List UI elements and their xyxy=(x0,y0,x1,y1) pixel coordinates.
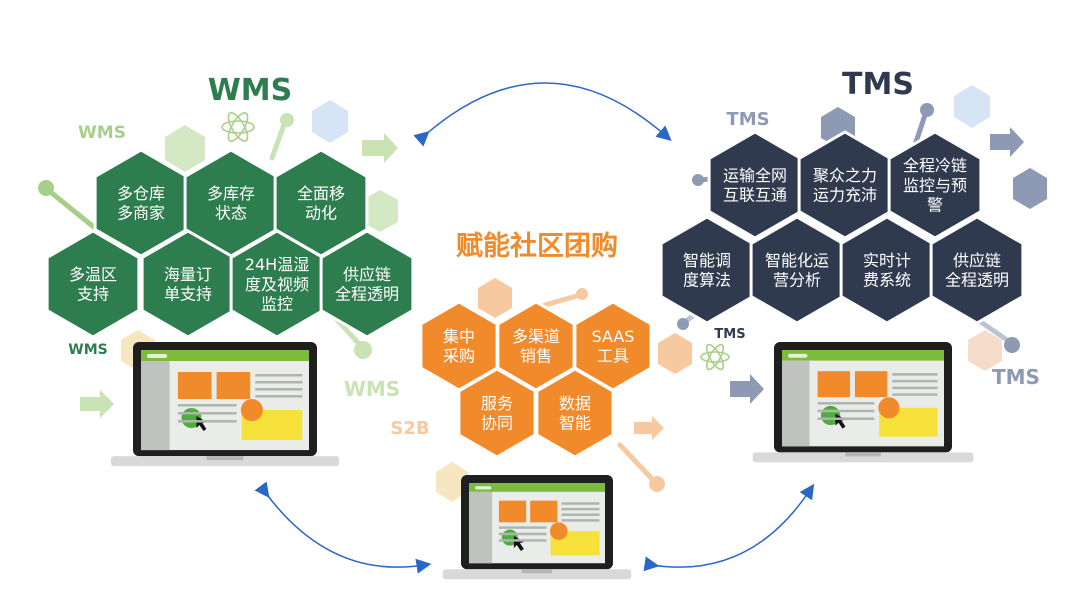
wms-label-2: WMS xyxy=(68,342,107,358)
wms-hex-text: 状态 xyxy=(215,204,247,223)
s2b-label: S2B xyxy=(390,418,429,439)
tms-hex-text: 运输全网 xyxy=(723,166,787,185)
tms-hex-text: 度算法 xyxy=(683,271,731,290)
tms-hex-text: 互联互通 xyxy=(723,186,787,205)
laptop-tms xyxy=(752,342,974,463)
wms-title: WMS xyxy=(208,73,293,108)
tms-hex-text: 营分析 xyxy=(773,271,821,290)
wms-hex-text: 多仓库 xyxy=(117,184,165,203)
laptop-center xyxy=(442,475,632,580)
center-hex-text: 集中 xyxy=(443,327,475,346)
tms-hex-shape xyxy=(887,130,983,240)
wms-label-1: WMS xyxy=(78,123,126,143)
wms-hex-text: 度及视频 xyxy=(245,275,309,294)
tms-hex-text: 智能调 xyxy=(683,251,731,270)
flow-arrows xyxy=(80,127,1024,440)
decor-sticks xyxy=(38,103,1020,492)
tms-hex-text: 警 xyxy=(927,195,943,214)
center-hex-text: 多渠道 xyxy=(512,327,560,346)
wms-hex-text: 供应链 xyxy=(343,265,391,284)
wms-hex-text: 全程透明 xyxy=(335,285,399,304)
center-hex-text: SAAS xyxy=(592,327,635,346)
decor-hexes xyxy=(121,85,1047,502)
tms-hex-text: 运力充沛 xyxy=(813,186,877,205)
wms-hex-text: 多库存 xyxy=(207,184,255,203)
tms-hex-cluster: 运输全网互联互通聚众之力运力充沛全程冷链监控与预警智能调度算法智能化运营分析实时… xyxy=(659,130,1025,325)
center-hex-shape xyxy=(535,367,615,459)
laptop-wms xyxy=(110,342,340,467)
wms-hex-cluster: 多仓库多商家多库存状态全面移动化多温区支持海量订单支持24H温湿度及视频监控供应… xyxy=(45,148,415,339)
cycle-arrows xyxy=(254,82,815,574)
tms-label-2: TMS xyxy=(714,327,745,342)
wms-hex-text: 全面移 xyxy=(297,184,345,203)
tms-hex-text: 聚众之力 xyxy=(813,166,877,185)
wms-hex-shape xyxy=(319,229,415,339)
tms-hex-shape xyxy=(929,215,1025,325)
wms-hex-text: 动化 xyxy=(305,204,337,223)
wms-hex-text: 多商家 xyxy=(117,204,165,223)
tms-label-1: TMS xyxy=(726,109,769,130)
arc-wms-tms xyxy=(413,82,672,147)
tms-hex-text: 监控与预 xyxy=(903,176,967,195)
wms-hex-text: 单支持 xyxy=(164,285,212,304)
tms-label-3: TMS xyxy=(992,365,1040,389)
tms-hex-text: 实时计 xyxy=(863,251,911,270)
wms-hex-text: 支持 xyxy=(77,285,109,304)
center-hex-shape xyxy=(457,367,537,459)
center-hex-text: 工具 xyxy=(597,347,629,366)
wms-hex-text: 海量订 xyxy=(164,265,212,284)
tms-hex-text: 全程冷链 xyxy=(903,156,967,175)
tms-hex-text: 智能化运 xyxy=(765,251,829,270)
arc-wms-center xyxy=(254,481,432,574)
wms-hex-shape xyxy=(45,229,141,339)
tms-hex-text: 全程透明 xyxy=(945,271,1009,290)
center-hex-text: 服务 xyxy=(481,394,513,413)
arc-center-tms xyxy=(643,483,815,572)
center-title: 赋能社区团购 xyxy=(456,230,618,262)
atom-icon xyxy=(700,343,730,371)
center-hex-text: 数据 xyxy=(559,394,591,413)
center-hex-text: 销售 xyxy=(520,347,552,366)
atom-icon xyxy=(221,112,255,142)
laptops xyxy=(110,342,974,580)
tms-title: TMS xyxy=(842,67,914,102)
wms-hex-text: 多温区 xyxy=(69,265,117,284)
center-hex-text: 采购 xyxy=(443,347,475,366)
wms-hex-text: 监控 xyxy=(261,294,293,313)
tms-hex-text: 费系统 xyxy=(863,271,911,290)
wms-hex-text: 24H温湿 xyxy=(245,255,309,274)
center-hex-text: 智能 xyxy=(559,414,591,433)
tms-hex-text: 供应链 xyxy=(953,251,1001,270)
wms-label-3: WMS xyxy=(344,377,400,401)
center-hex-text: 协同 xyxy=(481,414,513,433)
